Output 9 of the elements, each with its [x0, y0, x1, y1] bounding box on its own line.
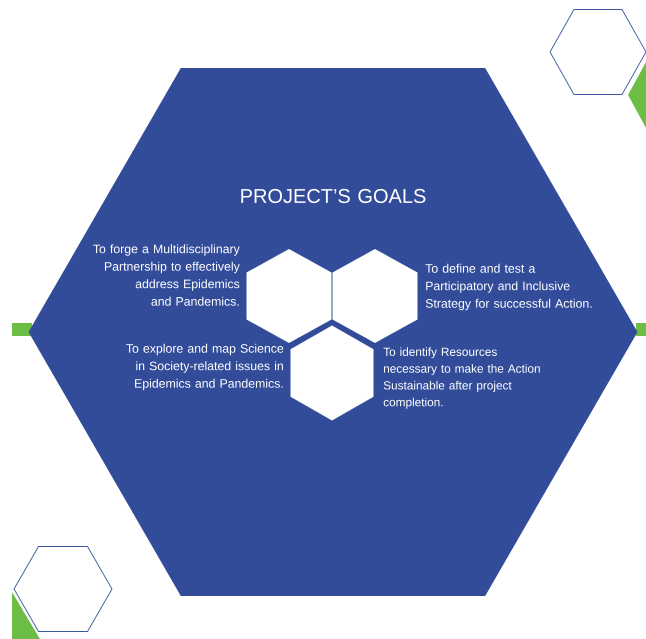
- heading: PROJECT’S GOALS: [241, 188, 426, 204]
- goal-text: To define and test a Participatory and Inclusive Strategy for successful Action.: [425, 264, 592, 310]
- hexagon: [290, 326, 374, 420]
- hexagon: [332, 249, 418, 343]
- goal-text: To forge a Multidisciplinary Partnership to effectively address Epidemics and Pandemics.: [93, 244, 240, 306]
- goal-text: To explore and map Science in Society-related issues in Epidemics and Pandemics.: [126, 344, 284, 390]
- goal-text: To identify Resources necessary to make the Action Sustainable after project completion.: [383, 347, 540, 409]
- hexagon: [28, 68, 638, 596]
- hexagon: [246, 249, 332, 343]
